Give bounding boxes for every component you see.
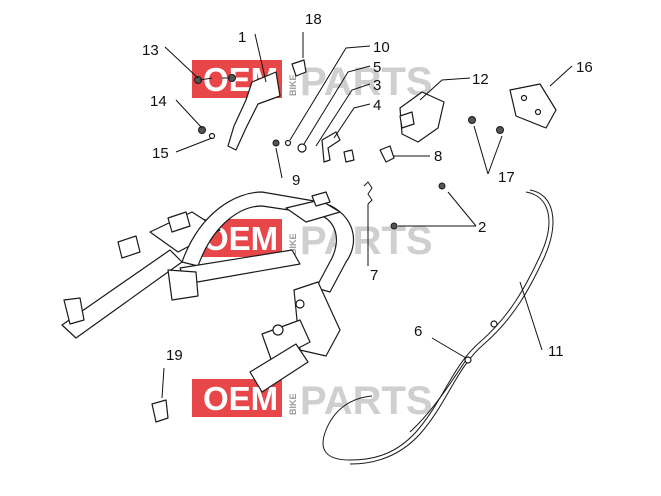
frame-cross-clip bbox=[167, 211, 191, 233]
frame-left-bar bbox=[61, 249, 183, 339]
callout-6: 6 bbox=[414, 323, 422, 340]
watermark-bike-text: BIKE bbox=[288, 233, 298, 255]
callout-8: 8 bbox=[434, 148, 442, 165]
callout-15: 15 bbox=[152, 145, 169, 162]
part-2-screw bbox=[390, 222, 398, 230]
part-10-ball bbox=[284, 139, 292, 147]
part-3-ring bbox=[297, 143, 307, 153]
watermark-bottom: OEM BIKE PARTS bbox=[192, 379, 433, 423]
callout-14: 14 bbox=[150, 93, 167, 110]
part-13-screws bbox=[194, 74, 236, 84]
part-17-screw bbox=[468, 116, 476, 124]
part-16-hinge bbox=[509, 83, 557, 129]
cable-fitting bbox=[490, 320, 498, 328]
part-16-hole bbox=[534, 108, 542, 116]
part-11-cable bbox=[322, 191, 550, 461]
leader-lines bbox=[161, 32, 573, 399]
callout-17: 17 bbox=[498, 169, 515, 186]
callout-2: 2 bbox=[478, 219, 486, 236]
callout-16: 16 bbox=[576, 59, 593, 76]
callout-7: 7 bbox=[370, 267, 378, 284]
frame-top-lug bbox=[311, 191, 331, 207]
part-4-latch bbox=[321, 131, 341, 163]
callout-1: 1 bbox=[238, 29, 246, 46]
part-19-cap bbox=[151, 399, 169, 423]
watermark-parts-text: PARTS bbox=[300, 379, 433, 423]
frame-bolt bbox=[295, 299, 305, 309]
frame-right-foot bbox=[249, 343, 309, 393]
part-14-nut bbox=[198, 126, 206, 134]
callout-4: 4 bbox=[373, 97, 381, 114]
callout-18: 18 bbox=[305, 11, 322, 28]
frame-loop-tube bbox=[181, 191, 355, 293]
part-12-lock-tab bbox=[399, 111, 415, 129]
part-15-washer bbox=[208, 132, 216, 140]
watermark-bike-text: BIKE bbox=[288, 393, 298, 415]
callout-19: 19 bbox=[166, 347, 183, 364]
part-11-cable-outer bbox=[349, 189, 554, 465]
callout-10: 10 bbox=[373, 39, 390, 56]
part-2-screw bbox=[438, 182, 446, 190]
callout-5: 5 bbox=[373, 59, 381, 76]
watermark-top: OEM BIKE PARTS bbox=[192, 60, 433, 104]
callout-3: 3 bbox=[373, 77, 381, 94]
callout-9: 9 bbox=[292, 172, 300, 189]
part-9-nut bbox=[272, 139, 280, 147]
part-8-connector bbox=[379, 145, 395, 163]
frame-left-clip bbox=[117, 235, 141, 259]
watermark-bike-text: BIKE bbox=[288, 74, 298, 96]
part-17-screw bbox=[496, 126, 504, 134]
callout-13: 13 bbox=[142, 42, 159, 59]
part-12-lock bbox=[399, 91, 445, 143]
part-18-clip bbox=[291, 59, 307, 77]
cable-fitting bbox=[464, 356, 472, 364]
callout-11: 11 bbox=[548, 343, 564, 360]
frame-top-plate bbox=[285, 199, 341, 223]
part-4-pin bbox=[343, 149, 355, 163]
frame-left-foot bbox=[63, 297, 85, 325]
part-1-bracket bbox=[227, 71, 281, 151]
part-16-hole bbox=[520, 94, 528, 102]
part-6-cable bbox=[409, 359, 467, 433]
frame-bolt bbox=[272, 324, 284, 336]
frame-lower-bracket bbox=[167, 269, 199, 301]
part-7-spring bbox=[363, 181, 373, 205]
callout-12: 12 bbox=[472, 71, 489, 88]
seat-frame bbox=[61, 191, 355, 393]
